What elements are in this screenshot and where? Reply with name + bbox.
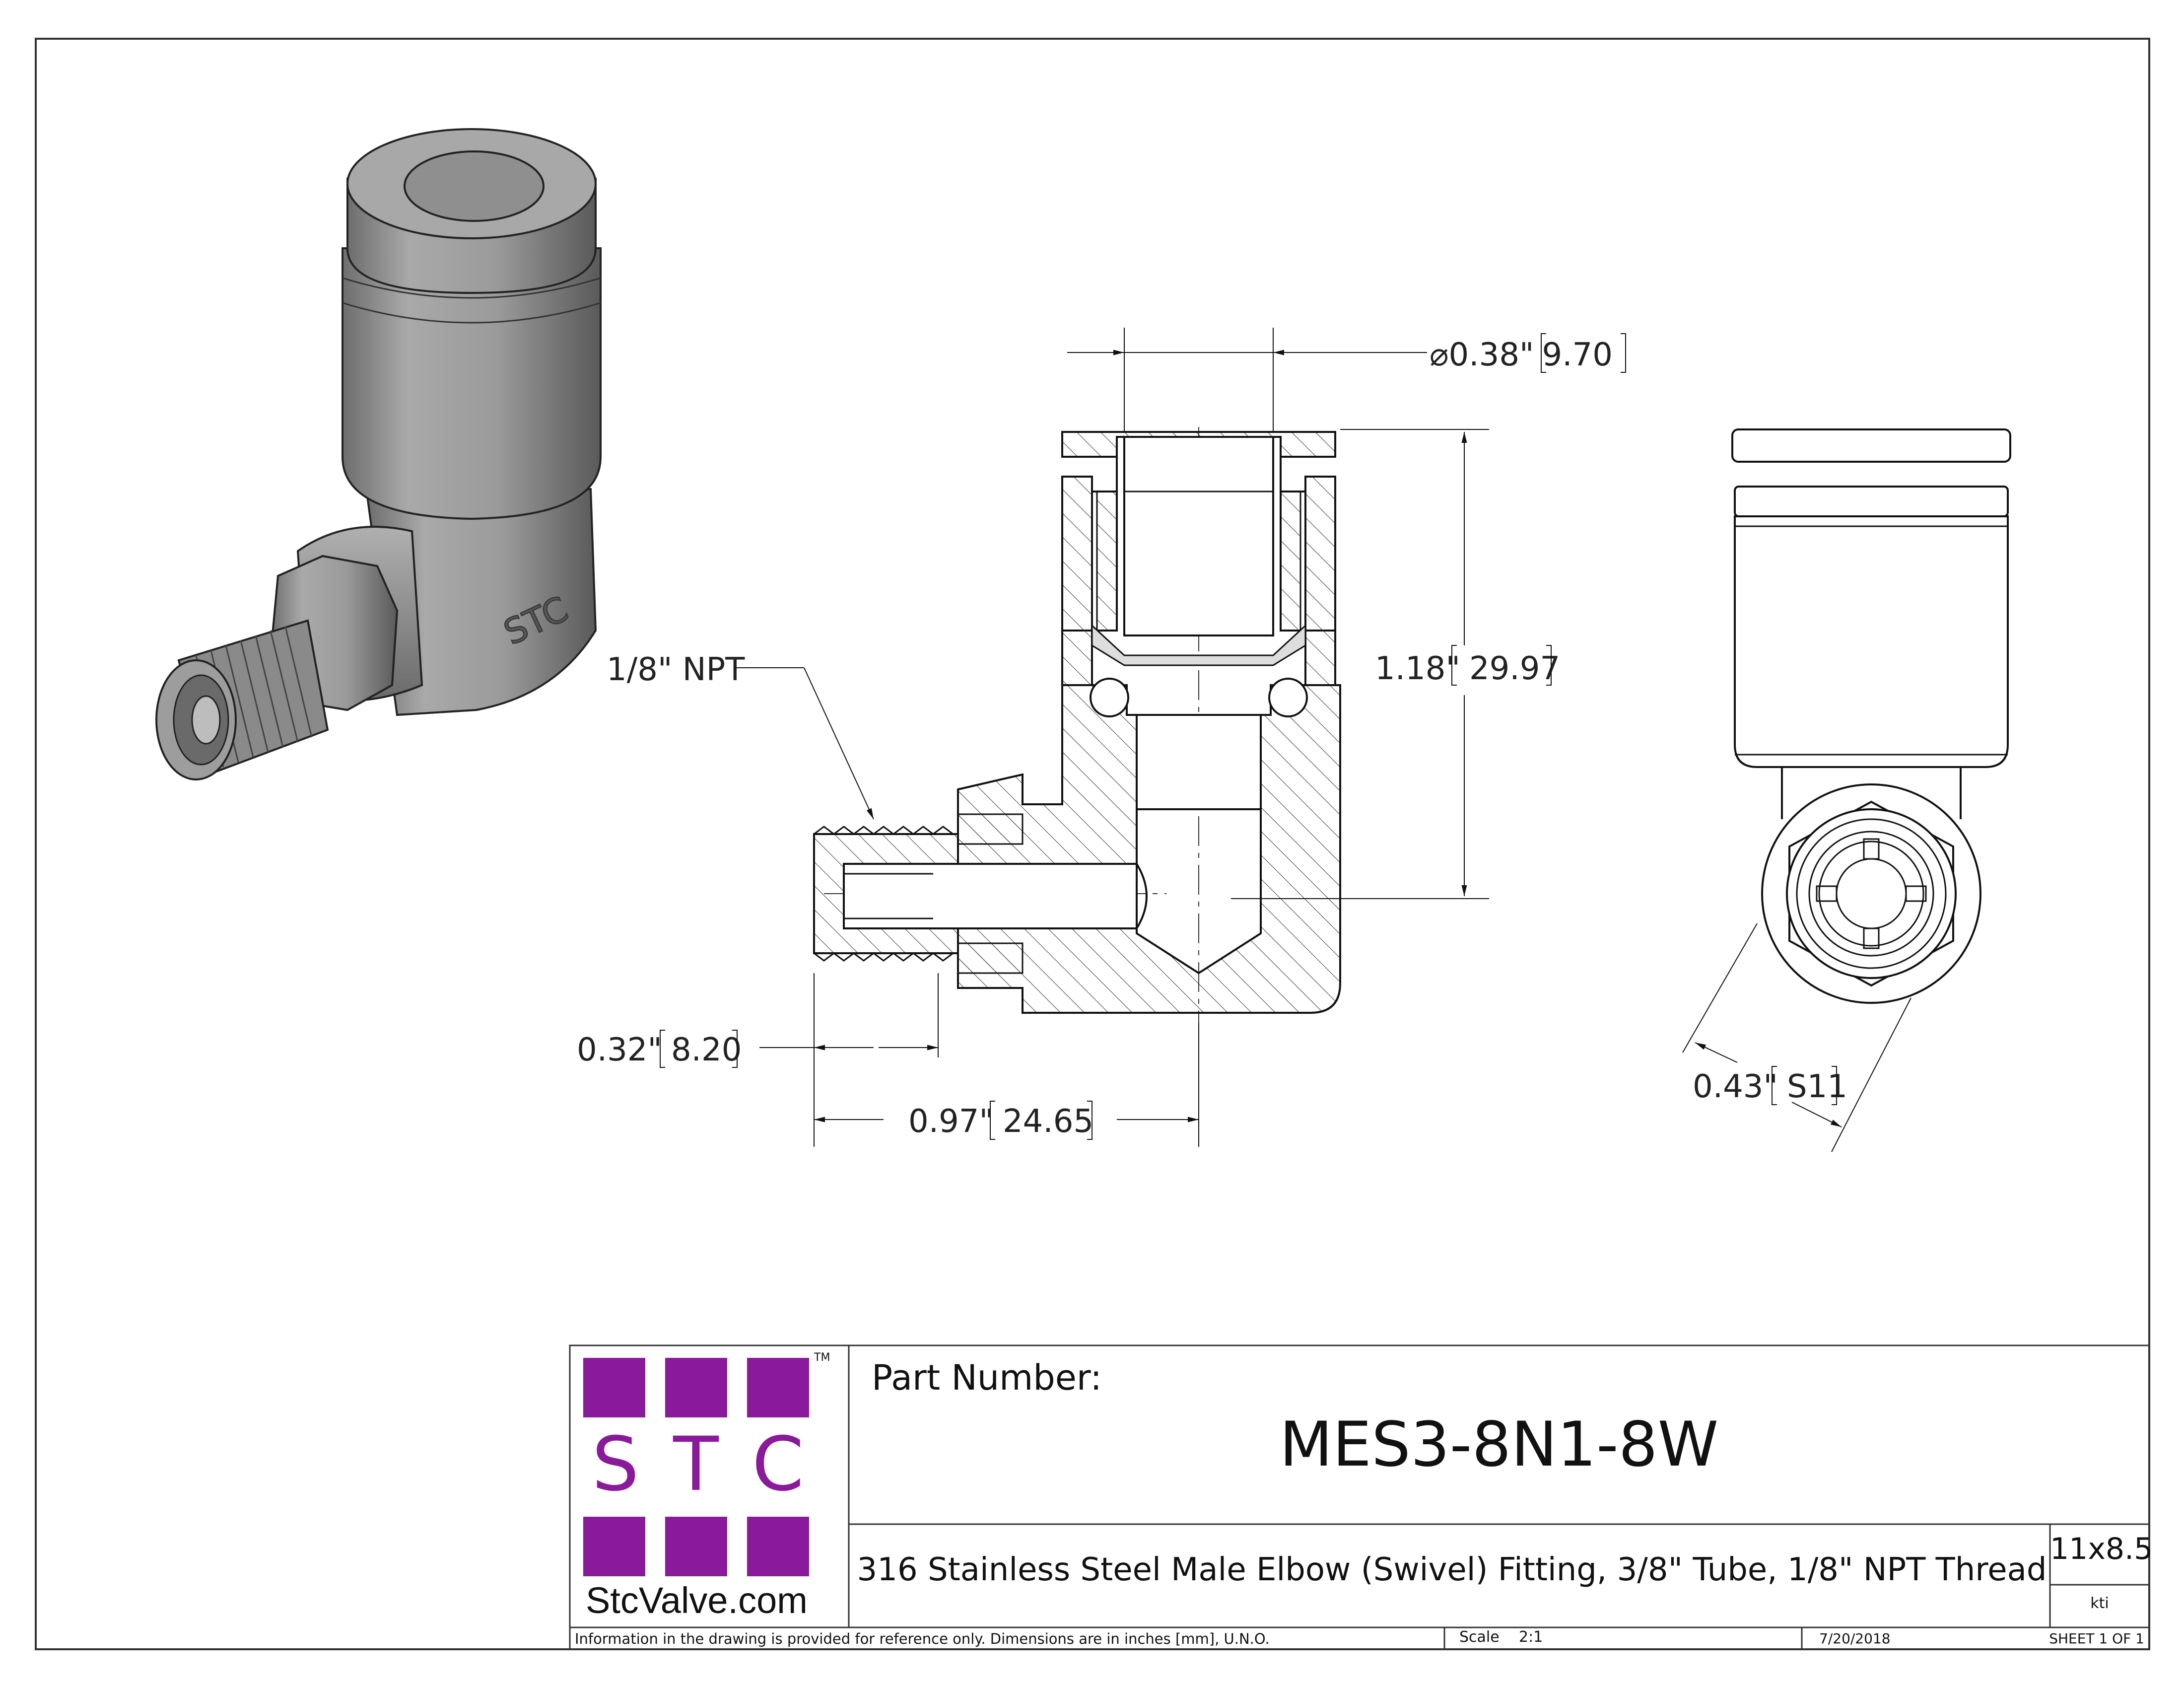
logo-letter-t: T: [673, 1421, 719, 1508]
svg-text:0.32"8.20: 0.32"8.20: [577, 1032, 742, 1068]
callout-npt: 1/8" NPT: [607, 651, 874, 820]
bore-diameter-symbol: ⌀: [1430, 337, 1449, 373]
logo-square: [747, 1517, 809, 1576]
logo-trademark: TM: [814, 1351, 830, 1364]
dim-thread-length: 0.32"8.20: [577, 973, 939, 1147]
svg-text:0.43"S11: 0.43"S11: [1693, 1068, 1847, 1105]
hex-mm: S11: [1787, 1068, 1847, 1105]
dim-height: 1.18"29.97: [1231, 429, 1560, 899]
logo-letter-c: C: [752, 1421, 804, 1508]
right-o-ring: [1268, 678, 1308, 717]
height-inch: 1.18": [1375, 650, 1460, 687]
logo-square: [747, 1358, 809, 1417]
dim-overall-length: 0.97"24.65: [814, 1023, 1199, 1147]
iso-tube-bore: [404, 150, 545, 222]
dim-bore-diameter: ⌀0.38"9.70: [1067, 328, 1626, 432]
logo-letter-s: S: [592, 1421, 639, 1508]
scale-label: Scale: [1459, 1628, 1500, 1646]
left-o-ring: [1090, 678, 1129, 717]
iso-elbow-body: [366, 488, 597, 716]
side-collar: [1734, 486, 2009, 517]
logo-square: [665, 1517, 727, 1576]
hex-inch: 0.43": [1693, 1068, 1778, 1105]
overall-length-mm: 24.65: [1003, 1103, 1093, 1140]
svg-text:1.18"29.97: 1.18"29.97: [1375, 650, 1560, 687]
logo-square: [665, 1358, 727, 1417]
sheet-number: SHEET 1 OF 1: [2049, 1630, 2144, 1647]
side-port-bore: [1836, 858, 1907, 929]
isometric-view: STC: [155, 128, 602, 780]
section-collet: [1123, 436, 1274, 636]
thread-length-inch: 0.32": [577, 1032, 662, 1068]
side-view: [1731, 428, 2011, 1004]
section-npt-thread-top: [814, 826, 954, 835]
svg-text:⌀0.38"9.70: ⌀0.38"9.70: [1430, 337, 1613, 373]
reference-note: Information in the drawing is provided f…: [575, 1630, 1270, 1647]
logo-square: [583, 1358, 645, 1417]
section-npt-thread-bottom: [814, 952, 954, 962]
part-number-label: Part Number:: [872, 1357, 1102, 1398]
sheet-size: 11x8.5: [2050, 1532, 2153, 1566]
part-description: 316 Stainless Steel Male Elbow (Swivel) …: [857, 1551, 2047, 1588]
height-mm: 29.97: [1469, 650, 1560, 687]
bore-diameter-inch: 0.38": [1449, 337, 1534, 373]
iso-tube-cylinder: [341, 247, 602, 520]
part-number: MES3-8N1-8W: [1279, 1409, 1719, 1480]
thread-length-mm: 8.20: [671, 1032, 742, 1068]
thread-label: 1/8" NPT: [607, 651, 745, 688]
dim-hex: 0.43"S11: [1682, 923, 1911, 1152]
drawing-date: 7/20/2018: [1819, 1630, 1891, 1647]
overall-length-inch: 0.97": [908, 1103, 994, 1140]
stc-logo: [583, 1358, 809, 1576]
section-view: [813, 427, 1341, 1147]
logo-website: StcValve.com: [586, 1580, 808, 1621]
drawn-by: kti: [2090, 1595, 2109, 1612]
bore-diameter-mm: 9.70: [1542, 337, 1613, 373]
logo-square: [583, 1517, 645, 1576]
section-grab-ring: [1091, 624, 1306, 666]
side-body: [1734, 515, 2009, 768]
scale-value: 2:1: [1519, 1628, 1543, 1646]
side-collet-cap: [1731, 428, 2011, 463]
svg-text:0.97"24.65: 0.97"24.65: [908, 1103, 1093, 1140]
title-block-frame: [569, 1344, 2150, 1650]
